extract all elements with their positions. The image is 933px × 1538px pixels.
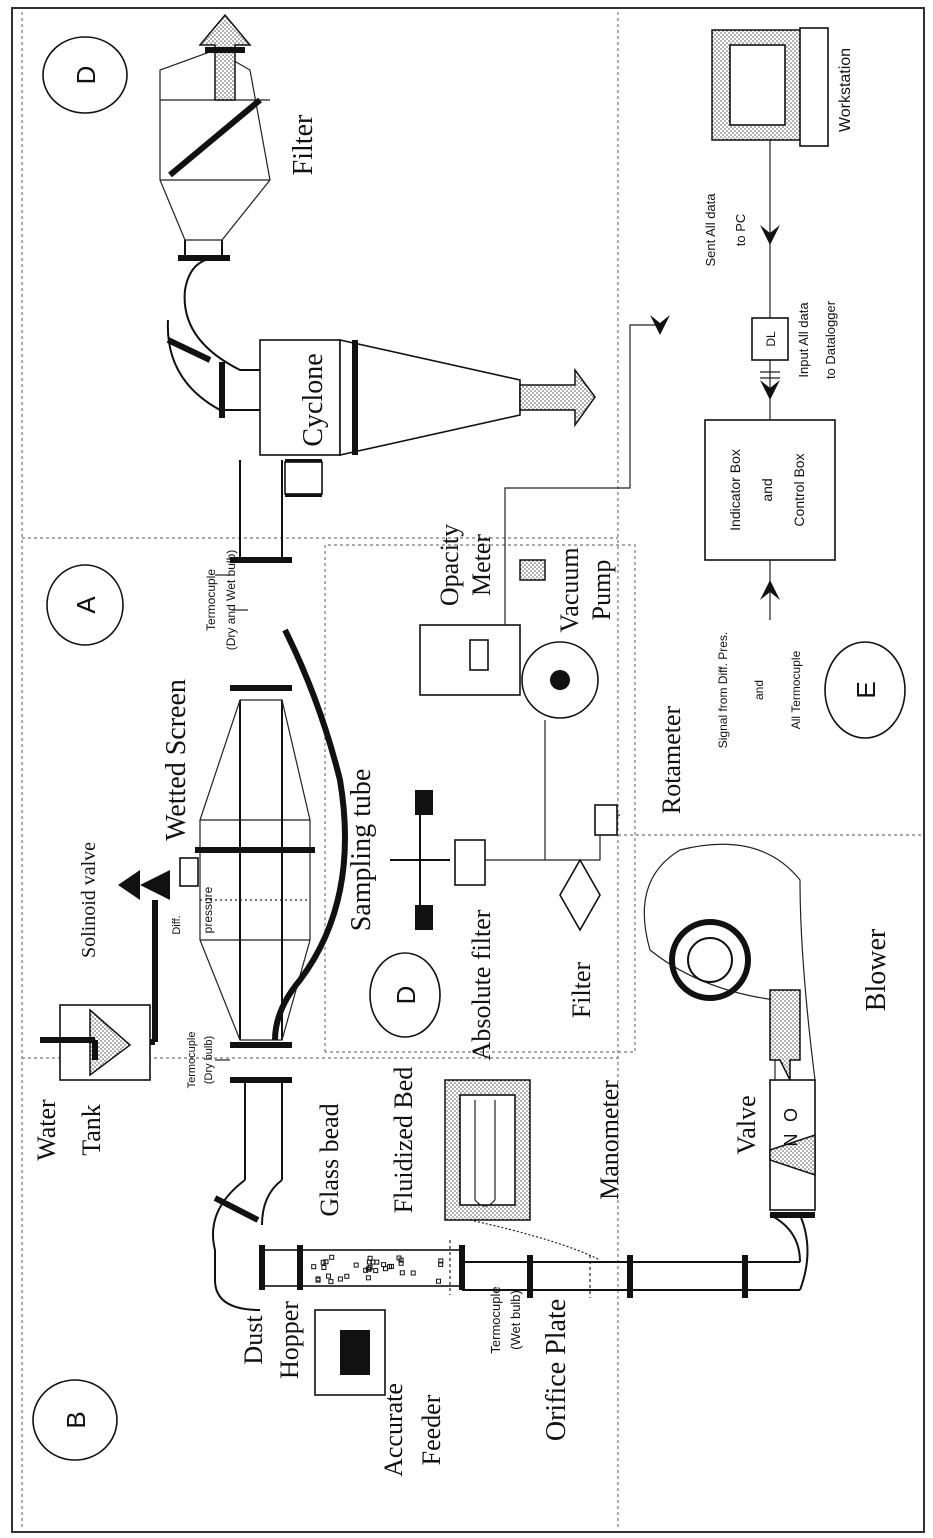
small-filter [560, 860, 600, 930]
manometer-line [470, 1220, 600, 1260]
tc-wet-label-b: (Wet bulb) [508, 1290, 523, 1350]
zone-d-top-letter: D [71, 66, 101, 85]
meter-label: Meter [467, 534, 496, 596]
blower-bend [770, 1215, 808, 1290]
feeder-label: Feeder [417, 1394, 446, 1465]
sampling-tube-label: Sampling tube [346, 769, 377, 932]
datalogger-label: DL [764, 331, 778, 347]
indicator-label-c: Control Box [791, 453, 807, 526]
indicator-label-a: Indicator Box [727, 449, 743, 531]
outer-frame [12, 8, 924, 1532]
manometer-label: Manometer [595, 1080, 624, 1200]
filter-element [170, 100, 260, 175]
cyclone-label: Cyclone [298, 353, 329, 446]
tc-drywet-label-a: Termocuple [204, 569, 218, 631]
signal-label-c: All Termocuple [789, 650, 803, 729]
tc-dry-label-a: Termocuple [186, 1032, 198, 1089]
pump-outlet-arrow [520, 560, 545, 580]
opacity-display [470, 640, 488, 670]
absolute-filter [455, 840, 485, 885]
absolute-filter-label: Absolute filter [467, 909, 496, 1060]
rotameter-label: Rotameter [657, 706, 686, 815]
frame-and-zones [12, 8, 924, 1532]
pump-label: Pump [587, 560, 616, 621]
manometer-window [460, 1095, 515, 1205]
solenoid-valve-body [140, 870, 170, 900]
rotameter-body [595, 805, 617, 835]
zone-b-letter: B [61, 1411, 91, 1428]
valve-o-text: O [781, 1108, 801, 1122]
water-label: Water [32, 1099, 61, 1161]
blower-impeller-inner [688, 938, 732, 982]
signal-label-b: and [752, 680, 766, 700]
cyclone-filter-unit: Cyclone Filter [160, 15, 595, 455]
workstation-screen [730, 45, 785, 125]
signal-label-a: Signal from Diff. Pres. [716, 632, 730, 748]
solenoid-valve-seat [118, 870, 140, 900]
zone-d-sample-letter: D [391, 986, 421, 1005]
wetted-screen-label: Wetted Screen [161, 679, 192, 841]
dust-label: Dust [239, 1315, 268, 1365]
sample-nozzle-1 [415, 790, 433, 815]
water-tank-unit: Water Tank Solinoid valve [32, 842, 170, 1161]
duct-cyclone-inlet [285, 462, 322, 494]
valve-label: Valve [732, 1095, 761, 1154]
hopper-label: Hopper [275, 1301, 304, 1379]
pressure-label: pressure [201, 886, 215, 933]
small-filter-label: Filter [567, 962, 596, 1019]
sent-label-a: Sent All data [703, 193, 718, 267]
filter-outlet-arrow [200, 15, 250, 100]
glass-bead-label: Glass bead [315, 1103, 344, 1216]
filter-top-label: Filter [288, 114, 319, 175]
workstation-base [800, 28, 828, 146]
tc-wet-label-a: Termocuple [488, 1286, 503, 1353]
indicator-label-b: and [759, 478, 775, 501]
zone-e-letter: E [851, 681, 881, 698]
cyclone-outlet-arrow [520, 370, 595, 425]
data-acquisition: Indicator Box and Control Box Signal fro… [650, 28, 854, 748]
tank-label: Tank [77, 1104, 106, 1156]
accurate-label: Accurate [379, 1383, 408, 1477]
dust-fill [340, 1330, 370, 1375]
tc-drywet-label-b: (Dry and Wet bulb) [224, 550, 238, 650]
glass-bead-bed [262, 1250, 462, 1286]
diff-pressure-tap [180, 858, 198, 886]
fluidized-bed-label: Fluidized Bed [389, 1067, 418, 1214]
diff-label: Diff. [171, 915, 183, 934]
sent-label-b: to PC [733, 214, 748, 247]
blower-impeller-outer [672, 922, 748, 998]
fluidized-bed-unit: Glass bead Fluidized Bed Dust Hopper Acc… [239, 1067, 462, 1477]
input-label-b: to Datalogger [823, 300, 838, 379]
sampling-piping [485, 720, 620, 860]
input-label-a: Input All data [796, 302, 811, 378]
duct-bend-lower [262, 1180, 282, 1225]
solenoid-valve-label: Solinoid valve [78, 842, 100, 958]
blower-label: Blower [861, 928, 892, 1011]
sampling-train: Absolute filter Filter Opacity Meter Vac… [390, 325, 686, 1060]
workstation-label: Workstation [837, 48, 854, 132]
orifice-plate-label: Orifice Plate [541, 1299, 572, 1441]
duct-flange-bend [215, 1198, 258, 1220]
valve-n-text: N [781, 1134, 801, 1147]
sampling-tube: Sampling tube [275, 630, 377, 1040]
zone-a-letter: A [71, 596, 101, 614]
vacuum-label: Vacuum [555, 547, 584, 632]
blower-unit: N O Valve Blower [644, 844, 892, 1290]
sample-nozzle-2 [415, 905, 433, 930]
opacity-label: Opacity [435, 524, 464, 606]
thermocouples: Termocuple (Dry bulb) Termocuple (Dry an… [186, 550, 248, 1089]
vacuum-pump-core [550, 670, 570, 690]
cyclone-cone [340, 340, 520, 455]
cyclone-to-filter-lower [168, 320, 260, 410]
tc-dry-label-b: (Dry bulb) [203, 1036, 215, 1084]
